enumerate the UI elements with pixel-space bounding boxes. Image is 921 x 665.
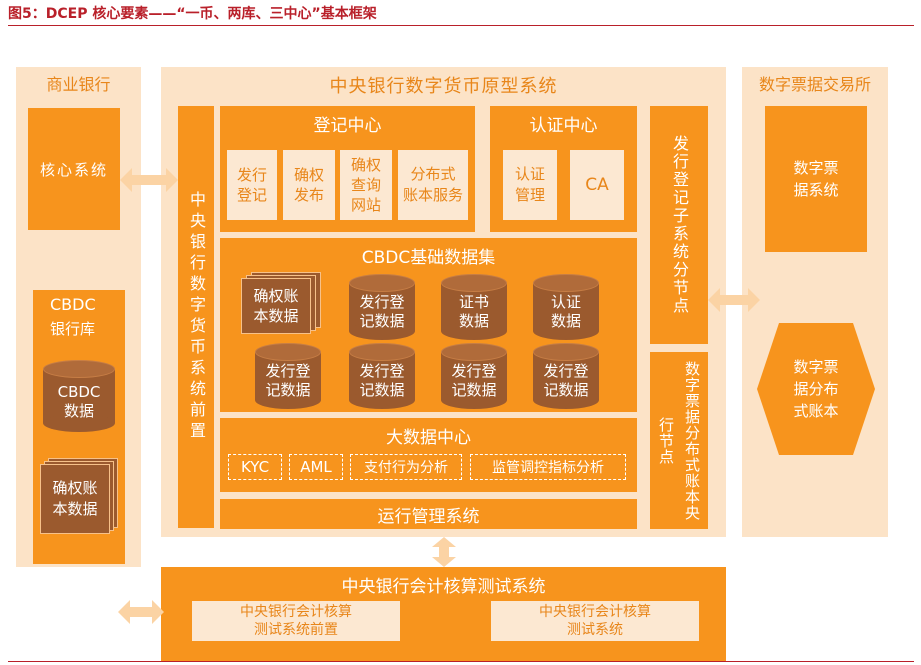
registry-item-confirm: 确权 发布 [283,150,335,220]
rights-ledger-stack-center: 确权账 本数据 [241,272,321,336]
registry-item-issue: 发行 登记 [227,150,277,220]
registry-center-title: 登记中心 [313,115,382,136]
accounting-test-system: 中央银行会计核算 测试系统 [491,601,699,641]
arrow-issue-to-exchange [708,288,760,312]
footer-rule [8,661,914,662]
cbdc-bank-lib-sub: 银行库 [50,320,96,338]
issue-data-cylinder-1: 发行登 记数据 [255,343,321,409]
cbdc-data-cylinder: CBDC 数据 [43,360,115,432]
bigdata-aml: AML [289,454,343,480]
figure-title: 图5：DCEP 核心要素——“一币、两库、三中心”基本框架 [8,6,377,22]
auth-center-title: 认证中心 [529,115,598,136]
accounting-test-title: 中央银行会计核算测试系统 [341,576,546,597]
cbdc-dataset-title: CBDC基础数据集 [361,247,496,268]
issue-data-cylinder-2: 发行登 记数据 [349,343,415,409]
issue-subsystem-node: 发行登记子系统分节点 [650,106,708,344]
digital-bill-ledger-hexagon: 数字票 据分布 式账本 [757,323,875,455]
auth-data-cylinder: 认证 数据 [533,274,599,340]
commercial-bank-title: 商业银行 [46,75,111,94]
issue-data-cylinder-3: 发行登 记数据 [441,343,507,409]
digital-bill-system: 数字票 据系统 [765,106,867,252]
registry-item-query-site: 确权 查询 网站 [340,150,392,220]
bigdata-payment-analysis: 支付行为分析 [350,454,462,480]
rights-ledger-stack-left: 确权账 本数据 [40,458,118,534]
issue-data-cylinder-top: 发行登 记数据 [349,274,415,340]
bigdata-regulatory-analysis: 监管调控指标分析 [470,454,626,480]
bigdata-kyc: KYC [228,454,282,480]
ops-system: 运行管理系统 [220,499,637,529]
arrow-prototype-to-accounting [432,537,456,567]
auth-item-ca: CA [570,150,624,220]
central-front-system: 中央银行数字货币系统前置 [178,106,214,528]
central-prototype-title: 中央银行数字货币原型系统 [329,76,558,97]
registry-item-ledger-service: 分布式 账本服务 [398,150,468,220]
arrow-core-to-front [120,168,178,192]
auth-item-mgmt: 认证 管理 [503,150,557,220]
core-system-box: 核心系统 [28,108,120,230]
accounting-test-front: 中央银行会计核算 测试系统前置 [192,601,400,641]
ledger-central-node-label: 数字票据分布式账本央行节点 [657,360,701,521]
bill-exchange-title: 数字票据交易所 [758,75,871,94]
issue-data-cylinder-4: 发行登 记数据 [533,343,599,409]
arrow-bank-to-accounting [118,600,164,624]
bigdata-center-title: 大数据中心 [386,427,471,448]
ledger-central-node: 数字票据分布式账本央行节点 [650,352,708,529]
cbdc-bank-lib-title: CBDC [50,295,96,314]
cert-data-cylinder: 证书 数据 [441,274,507,340]
header-rule [8,25,914,26]
